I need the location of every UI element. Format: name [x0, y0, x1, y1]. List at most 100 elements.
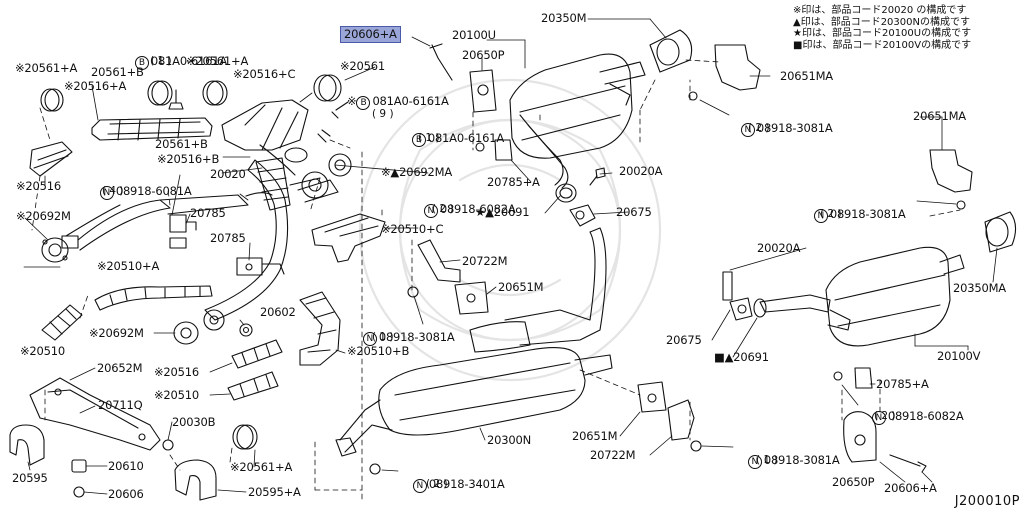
- hanger-20595-a: [174, 459, 217, 501]
- quantity-label: ( 2 ): [748, 122, 770, 134]
- quantity-label: ( 1 ): [418, 132, 440, 144]
- part-label-20606[interactable]: 20606: [108, 487, 144, 501]
- legend: ※印は、部品コード20020 の構成です ▲印は、部品コード20300Nの構成で…: [793, 5, 1021, 51]
- part-label-20692m-b[interactable]: ※20692M: [89, 326, 144, 340]
- front-pipe-20510-left: [41, 304, 83, 341]
- part-label-20651ma-right[interactable]: 20651MA: [913, 109, 966, 123]
- part-label-20722m-low[interactable]: 20722M: [590, 448, 636, 462]
- quantity-label: ( 1 ): [150, 55, 172, 67]
- flange-20675-mid: [729, 297, 753, 321]
- part-label-20561a-left[interactable]: ※20561+A: [15, 61, 78, 75]
- front-pipe-left: [61, 192, 273, 251]
- muffler-20100u: [509, 53, 646, 189]
- dashed-assembly-lines: [31, 59, 961, 501]
- part-number: 08918-6082A: [439, 202, 516, 216]
- part-label-20722m-top[interactable]: 20722M: [462, 254, 508, 268]
- part-number: 081A0-6161A: [427, 131, 505, 145]
- bracket-20722m-low: [667, 399, 695, 441]
- quantity-label: ( 2 ): [426, 478, 448, 490]
- flange-20675-top: [569, 204, 596, 227]
- part-label-20030b[interactable]: 20030B: [172, 415, 216, 429]
- part-label-20785-b[interactable]: 20785: [210, 231, 246, 245]
- part-label-20595a[interactable]: 20595+A: [248, 485, 301, 499]
- part-label-20651ma-top[interactable]: 20651MA: [780, 69, 833, 83]
- insulator-20651m-mid: [454, 281, 489, 315]
- muffler-20100v: [759, 246, 965, 347]
- part-label-20785[interactable]: 20785: [190, 206, 226, 220]
- part-label-20561[interactable]: ※20561: [340, 59, 386, 73]
- part-label-20300n[interactable]: 20300N: [487, 433, 531, 447]
- part-label-20516-low[interactable]: ※20516: [154, 365, 200, 379]
- part-label-20516c[interactable]: ※20516+C: [233, 67, 296, 81]
- part-label-20100v[interactable]: 20100V: [937, 349, 981, 363]
- part-label-20606a-low[interactable]: 20606+A: [884, 481, 937, 495]
- leader-lines: [23, 18, 998, 495]
- part-label-20516b[interactable]: ※20516+B: [157, 152, 220, 166]
- part-label-20561a-mid[interactable]: ※20561+A: [186, 54, 249, 68]
- quantity-label: ( 2 ): [874, 410, 896, 422]
- part-label-20350ma[interactable]: 20350MA: [953, 281, 1006, 295]
- part-label-20651m-low[interactable]: 20651M: [572, 429, 618, 443]
- diagram-reference-code: J200010P: [954, 494, 1020, 509]
- part-label-20675-top[interactable]: 20675: [616, 205, 652, 219]
- part-label-20516[interactable]: ※20516: [16, 179, 62, 193]
- mount-bracket-20711q: [29, 377, 161, 451]
- part-label-20651m-mid[interactable]: 20651M: [498, 280, 544, 294]
- n-circle-icon: N: [740, 123, 755, 137]
- n-circle-icon: N: [747, 455, 762, 469]
- part-label-20100u[interactable]: 20100U: [452, 28, 496, 42]
- b-circle-icon: B: [134, 56, 149, 70]
- part-label-20595[interactable]: 20595: [12, 471, 48, 485]
- part-label-20510c[interactable]: ※20510+C: [381, 222, 444, 236]
- nut-20030b: [162, 439, 174, 451]
- part-label-20785a-top[interactable]: 20785+A: [487, 175, 540, 189]
- part-label-20561a-low[interactable]: ※20561+A: [230, 460, 293, 474]
- part-label-20020a-mid[interactable]: 20020A: [757, 241, 801, 255]
- part-label-20510b[interactable]: ※20510+B: [347, 344, 410, 358]
- hanger-20595: [9, 424, 45, 466]
- part-label-20650p-low[interactable]: 20650P: [832, 475, 875, 489]
- part-label-20510-low[interactable]: ※20510: [154, 388, 200, 402]
- part-label-20691-mid[interactable]: ■▲20691: [714, 350, 769, 364]
- part-label-20610[interactable]: 20610: [108, 459, 144, 473]
- part-label-20561b[interactable]: 20561+B: [91, 65, 144, 79]
- part-label-20652m[interactable]: 20652M: [97, 361, 143, 375]
- front-pipe-20510-a: [94, 285, 213, 311]
- part-label-20020[interactable]: 20020: [210, 167, 246, 181]
- part-label-20711q[interactable]: 20711Q: [98, 398, 143, 412]
- part-label-20691-top[interactable]: ★▲20691: [475, 205, 530, 219]
- part-label-20606a-highlighted[interactable]: 20606+A: [340, 26, 401, 43]
- part-label-20602[interactable]: 20602: [260, 305, 296, 319]
- part-label-20692ma[interactable]: ※▲20692MA: [381, 165, 453, 179]
- part-label-20020a-top[interactable]: 20020A: [619, 164, 663, 178]
- part-number: 08918-6081A: [115, 184, 192, 198]
- parts-20785-a-top: [475, 139, 513, 161]
- part-label-20692m[interactable]: ※20692M: [16, 209, 71, 223]
- part-label-20675-mid[interactable]: 20675: [666, 333, 702, 347]
- part-label-20350m[interactable]: 20350M: [541, 11, 587, 25]
- part-label-20561b-2[interactable]: 20561+B: [155, 137, 208, 151]
- insulator-20650p-top: [469, 69, 497, 113]
- part-label-20650p[interactable]: 20650P: [462, 48, 505, 62]
- seal-20561-b2: [284, 147, 308, 163]
- bolt-20606a-top: [429, 43, 453, 81]
- part-label-20510-left[interactable]: ※20510: [20, 344, 66, 358]
- part-label-20510a[interactable]: ※20510+A: [97, 259, 160, 273]
- nut-right: [956, 200, 966, 210]
- pipe-20510-b: [299, 291, 341, 366]
- nut-20602: [239, 323, 253, 337]
- part-label-20785a-low[interactable]: 20785+A: [876, 377, 929, 391]
- part-label-20516a[interactable]: ※20516+A: [64, 79, 127, 93]
- legend-row-20100v: ■印は、部品コード20100Vの構成です: [793, 39, 972, 51]
